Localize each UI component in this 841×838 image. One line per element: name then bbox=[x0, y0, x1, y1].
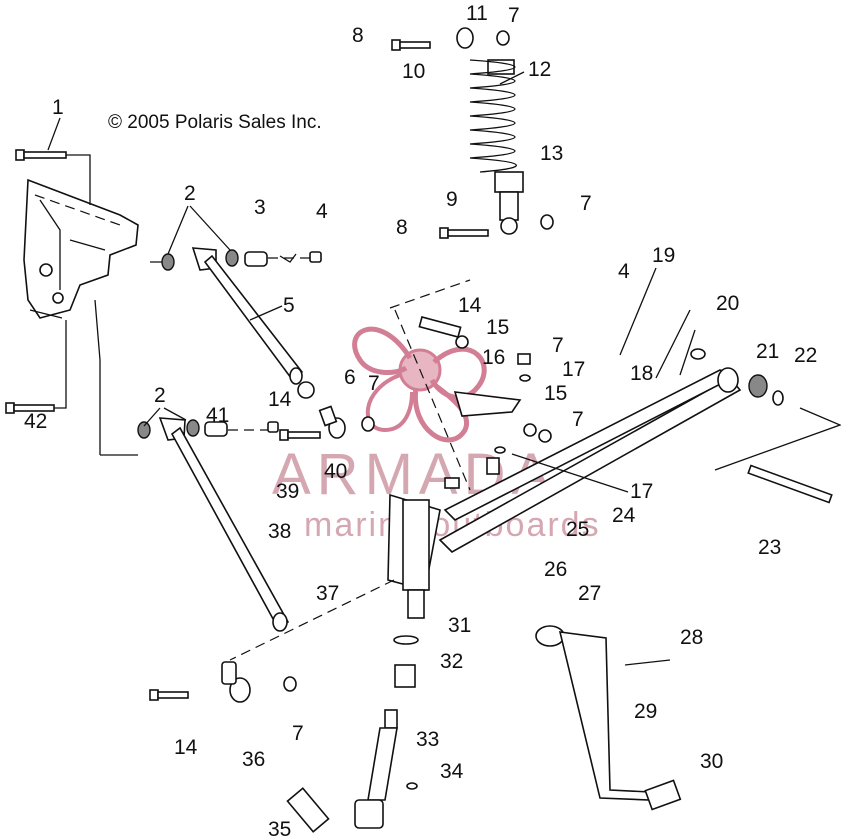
callout-8-lower: 8 bbox=[396, 216, 408, 239]
callout-2-upper: 2 bbox=[184, 182, 196, 205]
callout-22: 22 bbox=[794, 344, 817, 367]
stabilizer-bar bbox=[535, 625, 682, 811]
callout-1: 1 bbox=[52, 96, 64, 119]
callout-31: 31 bbox=[448, 614, 471, 637]
callout-12: 12 bbox=[528, 58, 551, 81]
callout-7-right: 7 bbox=[572, 408, 584, 431]
callout-27: 27 bbox=[578, 582, 601, 605]
propeller-logo bbox=[352, 326, 487, 443]
callout-34: 34 bbox=[440, 760, 464, 783]
callout-17-top: 17 bbox=[562, 358, 585, 381]
callout-42: 42 bbox=[24, 410, 47, 433]
callout-35: 35 bbox=[268, 818, 291, 838]
callout-8-top: 8 bbox=[352, 24, 364, 47]
callout-33: 33 bbox=[416, 728, 439, 751]
callout-10: 10 bbox=[402, 60, 425, 83]
copyright-notice: © 2005 Polaris Sales Inc. bbox=[108, 112, 322, 133]
tie-rod-end bbox=[149, 661, 297, 703]
bolt-42 bbox=[5, 320, 67, 414]
steering-bracket bbox=[389, 279, 552, 491]
callout-13: 13 bbox=[540, 142, 563, 165]
callout-4-right: 4 bbox=[618, 260, 630, 283]
callout-37: 37 bbox=[316, 582, 339, 605]
callout-41: 41 bbox=[206, 404, 229, 427]
callout-2-lower: 2 bbox=[154, 384, 166, 407]
trailing-arm bbox=[438, 329, 841, 553]
callout-25: 25 bbox=[566, 518, 589, 541]
callout-36: 36 bbox=[242, 748, 265, 771]
callout-19: 19 bbox=[652, 244, 675, 267]
callout-15-top: 15 bbox=[486, 316, 509, 339]
callout-labels: 1 2 3 4 5 6 7 7 7 7 7 7 8 8 9 10 11 12 1… bbox=[24, 2, 817, 838]
callout-5: 5 bbox=[283, 294, 295, 317]
lower-a-arm bbox=[94, 299, 290, 632]
steering-post bbox=[229, 579, 419, 833]
callout-14-lower: 14 bbox=[174, 736, 198, 759]
callout-14-spindle: 14 bbox=[268, 388, 292, 411]
upper-a-arm bbox=[150, 247, 322, 385]
callout-9: 9 bbox=[446, 188, 458, 211]
callout-39: 39 bbox=[276, 480, 299, 503]
callout-6: 6 bbox=[344, 366, 356, 389]
callout-14-bracket: 14 bbox=[458, 294, 482, 317]
callout-4-left: 4 bbox=[316, 200, 328, 223]
spindle-assembly bbox=[279, 381, 441, 619]
callout-7-top: 7 bbox=[508, 4, 520, 27]
callout-17-lower: 17 bbox=[630, 480, 653, 503]
callout-30: 30 bbox=[700, 750, 723, 773]
callout-11: 11 bbox=[466, 2, 488, 25]
callout-3: 3 bbox=[254, 196, 266, 219]
callout-7-spindle: 7 bbox=[368, 372, 380, 395]
callout-24: 24 bbox=[612, 504, 636, 527]
shock-spring bbox=[469, 59, 517, 173]
callout-32: 32 bbox=[440, 650, 463, 673]
callout-40: 40 bbox=[324, 460, 347, 483]
callout-7-lower: 7 bbox=[292, 722, 304, 745]
shock-absorber bbox=[391, 27, 554, 239]
callout-26: 26 bbox=[544, 558, 567, 581]
callout-18: 18 bbox=[630, 362, 653, 385]
callout-7-shock: 7 bbox=[580, 192, 592, 215]
callout-16: 16 bbox=[482, 346, 505, 369]
bolt-1 bbox=[15, 149, 91, 205]
frame-bracket bbox=[23, 178, 139, 319]
callout-28: 28 bbox=[680, 626, 703, 649]
callout-29: 29 bbox=[634, 700, 657, 723]
callout-7-bracket: 7 bbox=[552, 334, 564, 357]
callout-20: 20 bbox=[716, 292, 739, 315]
callout-15-mid: 15 bbox=[544, 382, 567, 405]
callout-23: 23 bbox=[758, 536, 781, 559]
callout-38: 38 bbox=[268, 520, 291, 543]
callout-21: 21 bbox=[756, 340, 779, 363]
